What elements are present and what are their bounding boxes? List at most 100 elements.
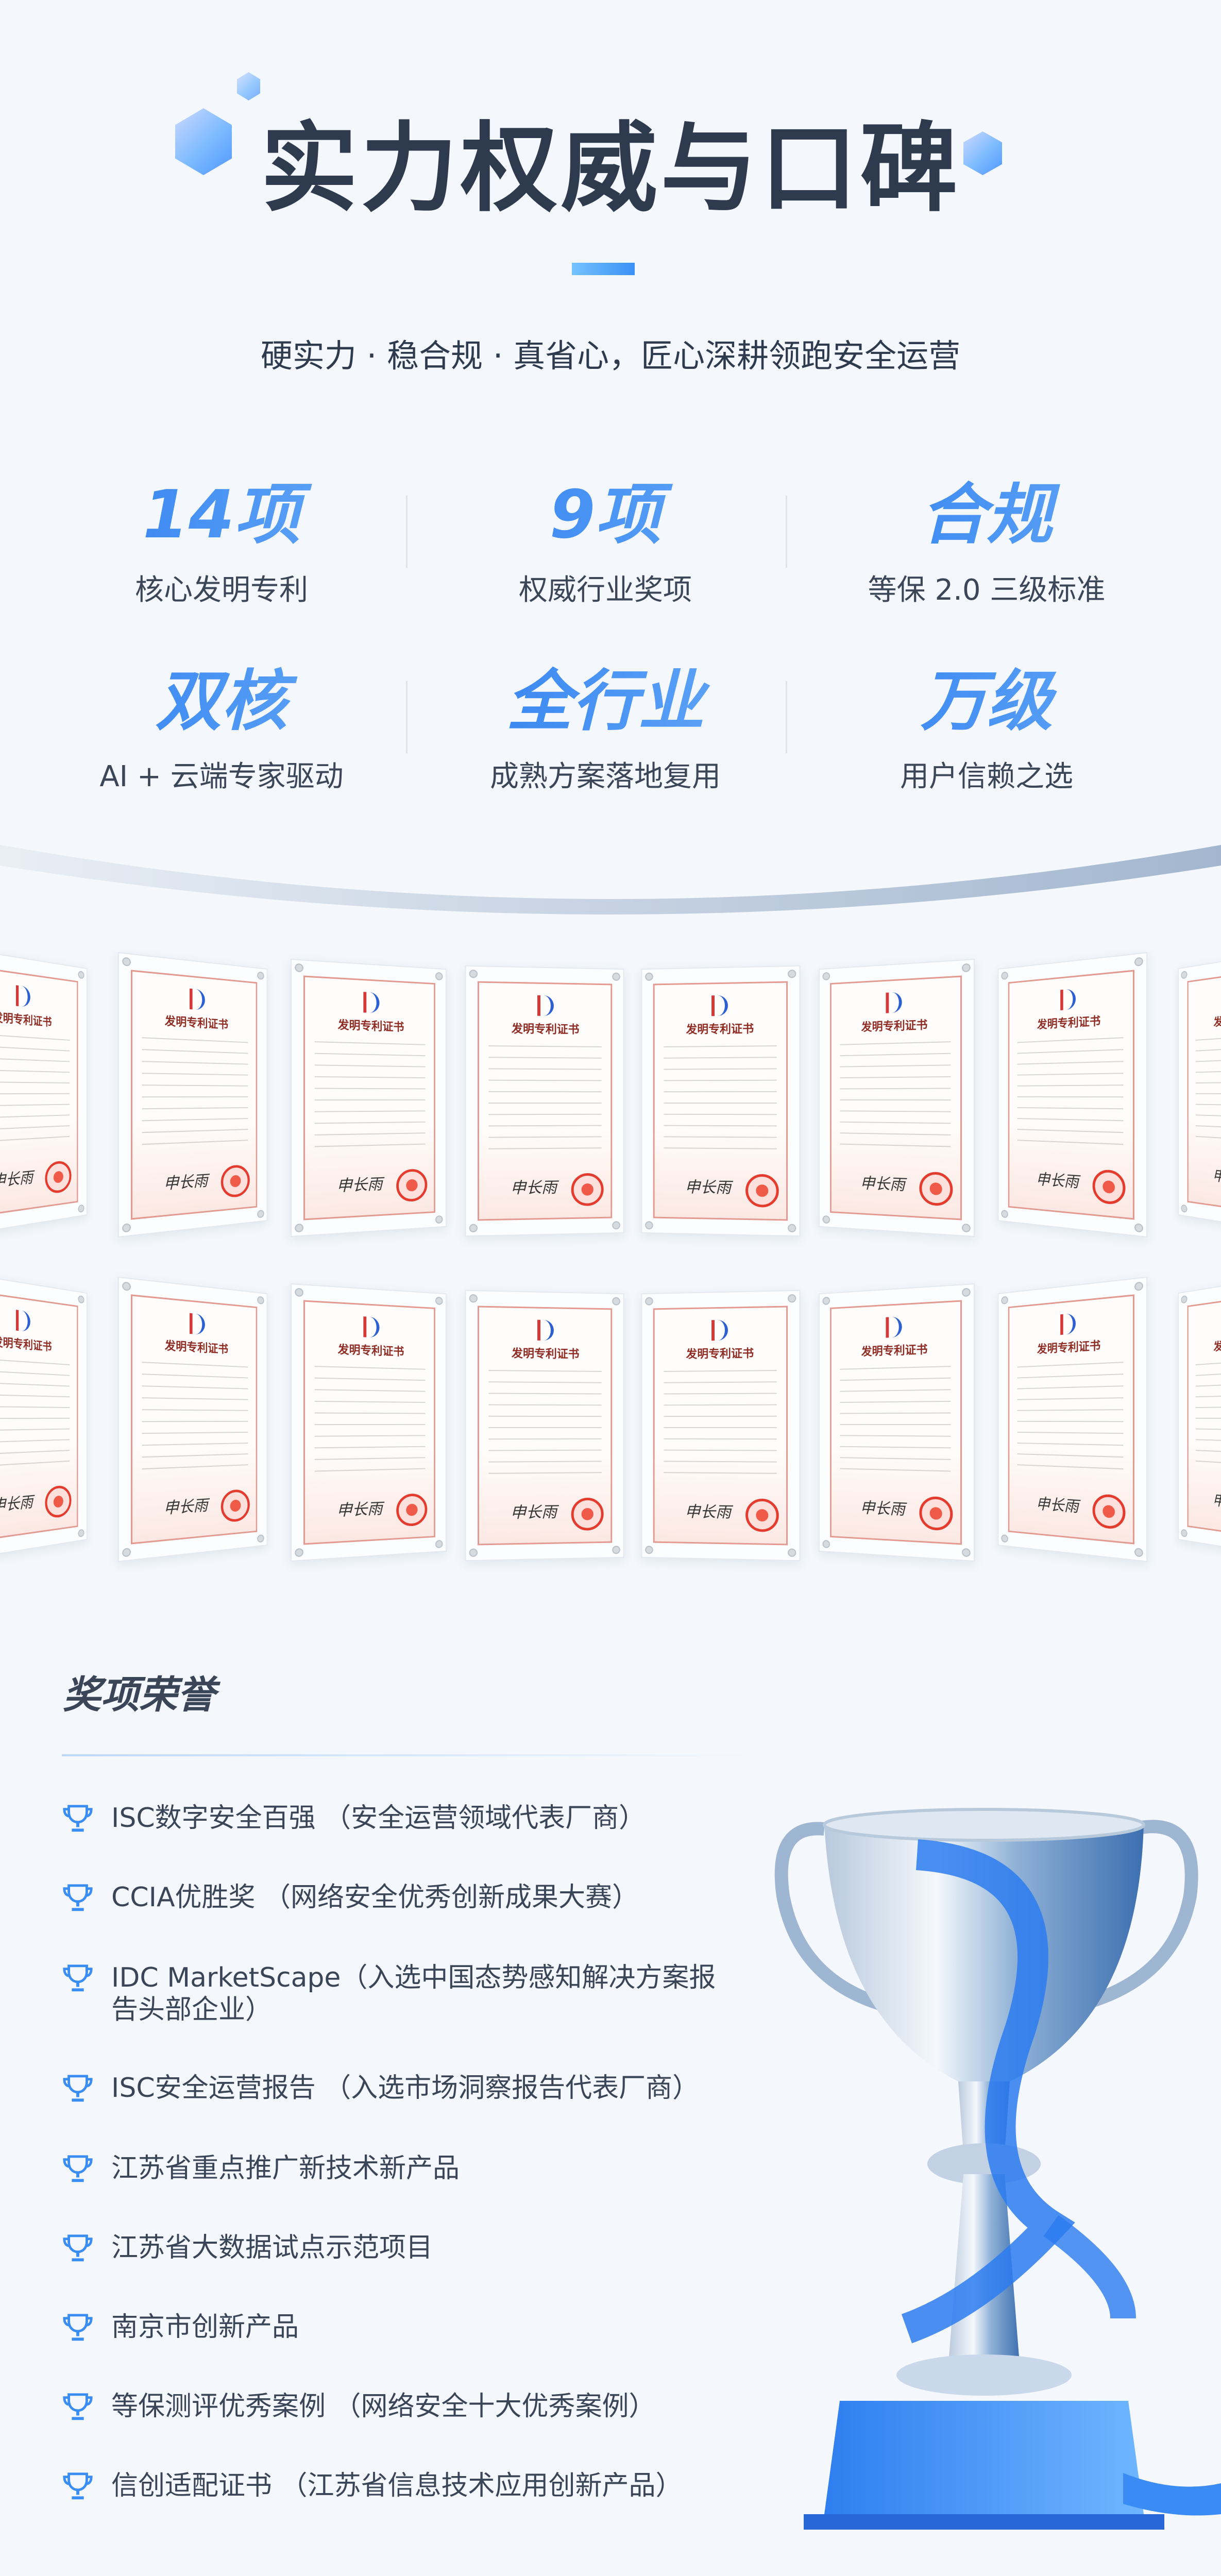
- certificate-text: [664, 1045, 776, 1149]
- patent-certificate: 发明专利证书申长雨: [465, 965, 624, 1237]
- screw-icon: [645, 1546, 653, 1554]
- trophy-icon: [62, 1803, 94, 1835]
- certificate-text: [840, 1041, 951, 1147]
- signature: 申长雨: [164, 1493, 208, 1518]
- certificate-title: 发明专利证书: [305, 1014, 434, 1036]
- cnipa-logo-icon: [1060, 1313, 1076, 1335]
- award-item: ISC安全运营报告 （入选市场洞察报告代表厂商）: [62, 2072, 757, 2105]
- screw-icon: [295, 1224, 303, 1233]
- certificate-paper: 发明专利证书申长雨: [0, 964, 78, 1219]
- signature: 申长雨: [685, 1174, 731, 1197]
- cnipa-logo-icon: [537, 995, 554, 1016]
- signature: 申长雨: [860, 1171, 905, 1195]
- divider: [406, 681, 408, 753]
- screw-icon: [962, 1548, 971, 1557]
- screw-icon: [257, 971, 264, 980]
- stat-label: 用户信赖之选: [801, 753, 1172, 795]
- patent-certificate: 发明专利证书申长雨: [0, 1270, 88, 1563]
- certificate-title: 发明专利证书: [0, 1005, 77, 1031]
- screw-icon: [78, 1204, 84, 1213]
- certificate-title: 发明专利证书: [305, 1339, 434, 1360]
- seal-icon: [745, 1499, 779, 1532]
- screw-icon: [257, 1534, 264, 1543]
- award-item: 信创适配证书 （江苏省信息技术应用创新产品）: [62, 2470, 757, 2503]
- award-label: 南京市创新产品: [111, 2311, 299, 2343]
- trophy-icon: [62, 2073, 94, 2105]
- screw-icon: [612, 1297, 620, 1306]
- seal-icon: [221, 1164, 250, 1198]
- screw-icon: [78, 1295, 84, 1304]
- patent-certificate: 发明专利证书申长雨: [1178, 945, 1221, 1238]
- screw-icon: [1181, 1295, 1187, 1304]
- award-item: 江苏省大数据试点示范项目: [62, 2232, 757, 2265]
- cnipa-logo-icon: [711, 1320, 728, 1341]
- certificate-paper: 发明专利证书申长雨: [653, 1306, 788, 1546]
- seal-icon: [221, 1489, 250, 1523]
- seal-icon: [396, 1493, 427, 1527]
- certificate-text: [840, 1366, 951, 1471]
- certificate-title: 发明专利证书: [655, 1019, 786, 1037]
- stat-value: 9项: [420, 474, 791, 556]
- stat-patents: 14项核心发明专利: [36, 474, 407, 608]
- award-label: ISC数字安全百强 （安全运营领域代表厂商）: [111, 1802, 646, 1834]
- certificate-text: [0, 1358, 70, 1467]
- screw-icon: [1134, 957, 1143, 967]
- screw-icon: [469, 970, 478, 978]
- stat-value: 万级: [801, 660, 1172, 743]
- certificate-title: 发明专利证书: [1009, 1010, 1133, 1033]
- screw-icon: [1181, 1529, 1187, 1537]
- trophy-icon: [62, 1963, 94, 1995]
- certificate-paper: 发明专利证书申长雨: [303, 1300, 435, 1545]
- certificate-text: [315, 1366, 426, 1471]
- signature: 申长雨: [1036, 1166, 1079, 1192]
- screw-icon: [435, 1540, 443, 1548]
- award-label: 等保测评优秀案例 （网络安全十大优秀案例）: [111, 2391, 656, 2422]
- awards-heading: 奖项荣誉: [63, 1664, 215, 1719]
- certificate-paper: 发明专利证书申长雨: [1008, 970, 1134, 1219]
- stat-value: 合规: [801, 474, 1172, 556]
- award-item: IDC MarketScape（入选中国态势感知解决方案报告头部企业）: [62, 1962, 757, 2026]
- certificate-title: 发明专利证书: [832, 1014, 960, 1036]
- seal-icon: [919, 1496, 953, 1531]
- certificate-title: 发明专利证书: [655, 1344, 786, 1362]
- screw-icon: [962, 1288, 971, 1297]
- divider: [786, 681, 787, 753]
- cnipa-logo-icon: [190, 989, 205, 1010]
- certificate-title: 发明专利证书: [1189, 1329, 1221, 1356]
- screw-icon: [1001, 1534, 1008, 1543]
- screw-icon: [122, 1223, 131, 1233]
- screw-icon: [122, 1281, 131, 1291]
- awards-divider: [62, 1754, 757, 1756]
- seal-icon: [919, 1172, 953, 1207]
- certificate-paper: 发明专利证书申长雨: [478, 981, 612, 1221]
- award-label: ISC安全运营报告 （入选市场洞察报告代表厂商）: [111, 2072, 699, 2104]
- award-item: 等保测评优秀案例 （网络安全十大优秀案例）: [62, 2391, 757, 2424]
- patent-certificate: 发明专利证书申长雨: [118, 1277, 268, 1562]
- screw-icon: [1181, 1204, 1187, 1213]
- certificate-text: [1196, 1358, 1221, 1467]
- screw-icon: [1134, 1281, 1143, 1291]
- award-label: 江苏省大数据试点示范项目: [111, 2232, 433, 2264]
- screw-icon: [78, 971, 84, 979]
- screw-icon: [822, 972, 830, 980]
- seal-icon: [45, 1160, 71, 1195]
- screw-icon: [612, 1221, 620, 1229]
- screw-icon: [1181, 971, 1187, 979]
- screw-icon: [469, 1294, 478, 1303]
- cnipa-logo-icon: [886, 992, 902, 1013]
- award-item: ISC数字安全百强 （安全运营领域代表厂商）: [62, 1802, 757, 1835]
- stat-value: 双核: [36, 660, 407, 743]
- screw-icon: [822, 1540, 830, 1548]
- screw-icon: [788, 970, 796, 978]
- trophy-icon: [62, 2233, 94, 2265]
- divider: [786, 496, 787, 568]
- screw-icon: [645, 1297, 653, 1306]
- certificate-text: [664, 1370, 776, 1474]
- trophy-illustration: [762, 1762, 1221, 2545]
- screw-icon: [469, 1549, 478, 1557]
- certificate-paper: 发明专利证书申长雨: [478, 1306, 612, 1546]
- certificate-text: [1196, 1033, 1221, 1143]
- screw-icon: [122, 1548, 131, 1557]
- signature: 申长雨: [337, 1171, 383, 1196]
- certificate-paper: 发明专利证书申长雨: [653, 981, 788, 1221]
